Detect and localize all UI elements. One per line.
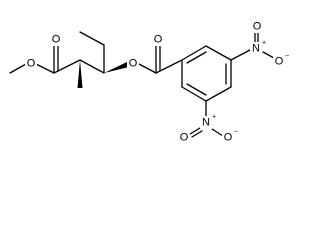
nitro-group-top: N + O O − bbox=[250, 20, 289, 68]
wedge-layer bbox=[77, 60, 129, 88]
bond-nbot-o-right bbox=[211, 128, 224, 137]
atom-label-o: O bbox=[275, 56, 284, 68]
bond-c4-c5 bbox=[79, 31, 105, 46]
negative-charge: − bbox=[234, 129, 238, 136]
bond-ring-n-top bbox=[230, 49, 251, 61]
bond-c1-c2 bbox=[53, 59, 81, 74]
bond-methyl-o bbox=[9, 63, 27, 74]
bond-ntop-o-right bbox=[262, 51, 275, 59]
atom-label-o: O bbox=[224, 132, 233, 144]
atom-label-o: O bbox=[27, 58, 36, 70]
atom-label-o: O bbox=[180, 132, 189, 144]
atom-label-o: O bbox=[154, 34, 163, 46]
molecule-structure-diagram: O O O O N + O O − bbox=[9, 20, 289, 144]
bond-nbot-o-left-2 bbox=[191, 130, 203, 138]
bond-o-carbonyl-c bbox=[35, 63, 55, 74]
nitro-group-bottom: N + O O − bbox=[178, 114, 238, 144]
negative-charge: − bbox=[285, 53, 289, 60]
ring-inner-double-1 bbox=[186, 51, 207, 64]
bond-nbot-o-left-1 bbox=[189, 127, 201, 135]
bond-benzoyl-ring bbox=[155, 59, 183, 74]
wedge-c3-olink bbox=[104, 62, 129, 73]
atom-layer: O O O O N + O O − bbox=[25, 20, 289, 144]
atom-label-n: N bbox=[202, 117, 210, 129]
ring-bond-4 bbox=[205, 86, 232, 102]
ring-bond-2 bbox=[205, 45, 232, 61]
positive-charge: + bbox=[212, 114, 216, 121]
positive-charge: + bbox=[262, 40, 266, 47]
wedge-c2-methyl bbox=[77, 60, 83, 88]
bond-c2-c3 bbox=[79, 59, 105, 74]
atom-ester-link-oxygen: O bbox=[127, 57, 139, 70]
atom-label-o: O bbox=[52, 34, 61, 46]
atom-ester-methoxy-oxygen: O bbox=[25, 57, 37, 70]
atom-ester-carbonyl-oxygen: O bbox=[50, 33, 62, 46]
atom-label-o: O bbox=[253, 21, 262, 33]
bond-olink-benzoyl-c bbox=[138, 63, 157, 74]
ring-bond-5 bbox=[181, 86, 207, 102]
atom-label-n: N bbox=[252, 43, 260, 55]
atom-label-o: O bbox=[129, 58, 138, 70]
bond-layer bbox=[9, 31, 275, 138]
ring-bond-1 bbox=[181, 45, 207, 61]
ring-inner-double-3 bbox=[186, 83, 207, 96]
atom-benzoate-carbonyl-oxygen: O bbox=[152, 33, 164, 46]
